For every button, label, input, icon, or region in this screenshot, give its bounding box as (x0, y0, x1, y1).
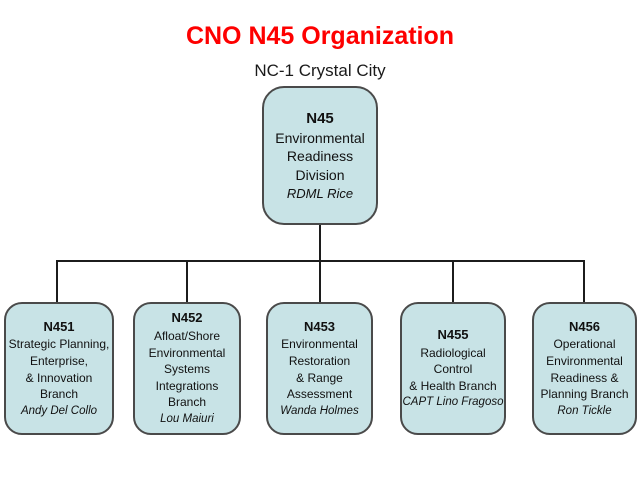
node-line: Readiness (286, 148, 354, 165)
node-leader: Andy Del Collo (20, 404, 98, 417)
node-leader: Lou Maiuri (160, 412, 214, 425)
node-code: N455 (437, 326, 469, 342)
node-leader: Wanda Holmes (280, 404, 359, 417)
org-node-n456: N456 Operational Environmental Readiness… (532, 302, 637, 435)
node-line: Afloat/Shore (153, 329, 221, 344)
connector-drop-n453 (319, 262, 321, 302)
connector-root-stem (319, 225, 321, 262)
node-line: & Range (296, 370, 343, 385)
org-node-n452: N452 Afloat/Shore Environmental Systems … (133, 302, 241, 435)
page-subtitle: NC-1 Crystal City (254, 61, 386, 80)
node-code: N456 (568, 318, 601, 334)
node-line: Branch (167, 395, 207, 410)
node-line: Readiness & (550, 370, 619, 385)
node-line: Control (433, 362, 473, 377)
node-line: Systems (163, 362, 210, 377)
node-line: Environmental (275, 129, 365, 146)
org-node-n453: N453 Environmental Restoration & Range A… (266, 302, 373, 435)
node-line: Environmental (546, 354, 623, 369)
node-code: N45 (306, 109, 334, 127)
connector-drop-n455 (452, 262, 454, 302)
node-line: Environmental (281, 337, 358, 352)
org-node-n451: N451 Strategic Planning, Enterprise, & I… (4, 302, 114, 435)
node-line: & Innovation (25, 370, 93, 385)
node-line: Integrations (155, 378, 219, 393)
node-line: Restoration (288, 354, 351, 369)
connector-drop-n451 (56, 262, 58, 302)
connector-horizontal-bar (56, 260, 585, 262)
node-leader: Ron Tickle (557, 404, 612, 417)
node-line: Assessment (286, 387, 353, 402)
org-node-n45: N45 Environmental Readiness Division RDM… (262, 86, 378, 225)
node-line: Division (295, 167, 345, 184)
node-line: Environmental (148, 345, 226, 360)
org-node-n455: N455 Radiological Control & Health Branc… (400, 302, 506, 435)
node-line: Planning Branch (540, 387, 629, 402)
connector-drop-n456 (583, 262, 585, 302)
page-title: CNO N45 Organization (185, 22, 455, 50)
node-leader: CAPT Lino Fragoso (402, 396, 504, 409)
node-code: N451 (43, 318, 75, 334)
node-code: N452 (171, 310, 203, 326)
node-line: & Health Branch (409, 378, 497, 393)
node-code: N453 (303, 318, 336, 334)
node-line: Radiological (420, 345, 486, 360)
node-line: Operational (553, 337, 616, 352)
connector-drop-n452 (186, 262, 188, 302)
node-line: Strategic Planning, (8, 337, 110, 352)
node-line: Branch (39, 387, 79, 402)
node-leader: RDML Rice (286, 186, 354, 202)
node-line: Enterprise, (29, 354, 89, 369)
